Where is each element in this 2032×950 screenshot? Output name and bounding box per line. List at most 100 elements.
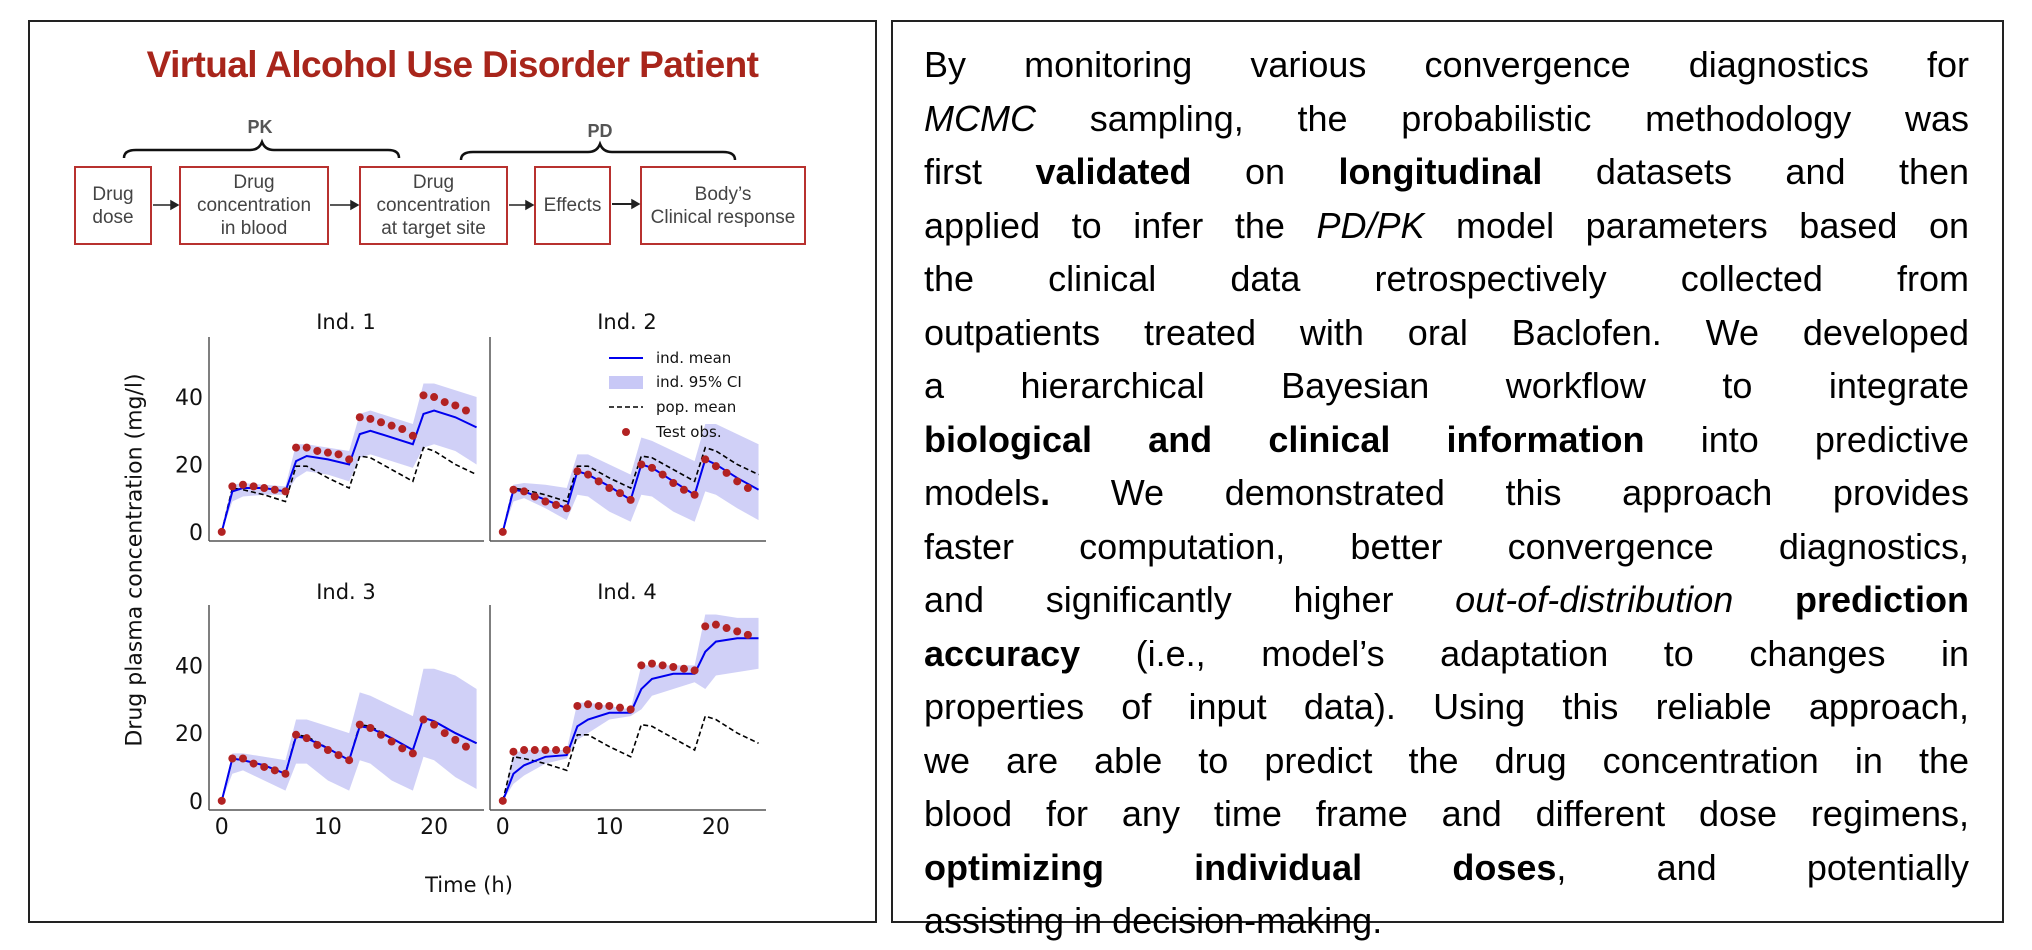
y-axis-label: Drug plasma concentration (mg/l) xyxy=(122,373,148,747)
legend-obs-swatch xyxy=(622,428,630,436)
x-axis-label: Time (h) xyxy=(425,873,513,897)
test-obs-point xyxy=(313,740,322,749)
x-tick-label: 20 xyxy=(420,815,448,840)
y-tick-label: 40 xyxy=(175,386,203,411)
test-obs-point xyxy=(217,796,226,805)
pd-brace xyxy=(459,140,737,161)
text-segment: models xyxy=(924,472,1041,513)
text-segment: a hierarchical Bayesian workflow to inte… xyxy=(924,365,1969,406)
y-tick-label: 0 xyxy=(189,790,203,815)
test-obs-point xyxy=(552,500,561,509)
subplot-title-ind-2: Ind. 2 xyxy=(597,310,657,334)
test-obs-point xyxy=(690,666,699,675)
bold-text: prediction xyxy=(1794,579,1969,620)
text-segment: datasets and then xyxy=(1542,151,1970,192)
pk-label: PK xyxy=(247,117,273,137)
bold-text: biological and clinical information xyxy=(924,418,1645,460)
test-obs-point xyxy=(408,431,417,440)
test-obs-point xyxy=(658,470,667,479)
test-obs-point xyxy=(594,701,603,710)
test-obs-point xyxy=(440,398,449,407)
test-obs-point xyxy=(260,484,269,493)
test-obs-point xyxy=(605,701,614,710)
pop-mean-line xyxy=(502,446,759,533)
box-drug-dose: Drug dose xyxy=(74,166,152,245)
pk-brace xyxy=(122,138,401,159)
x-tick-label: 20 xyxy=(702,815,730,840)
bold-text: optimizing individual doses xyxy=(924,846,1557,888)
test-obs-point xyxy=(711,620,720,629)
text-segment: By monitoring various convergence diagno… xyxy=(924,44,1969,85)
y-tick-label: 20 xyxy=(175,453,203,478)
test-obs-point xyxy=(281,769,290,778)
test-obs-point xyxy=(366,724,375,732)
text-segment: model parameters based on xyxy=(1424,204,1969,246)
bold-text: longitudinal xyxy=(1338,151,1543,192)
legend-ci-swatch xyxy=(609,376,643,389)
test-obs-point xyxy=(270,766,279,775)
legend-pop-mean: pop. mean xyxy=(656,398,737,416)
test-obs-point xyxy=(647,659,656,668)
test-obs-point xyxy=(451,735,460,744)
text-line: we are able to predict the drug concentr… xyxy=(924,734,1969,788)
box-target-concentration: Drug concentration at target site xyxy=(359,166,508,245)
test-obs-point xyxy=(398,425,407,434)
text-segment: We demonstrated this approach provides xyxy=(1050,472,1969,513)
test-obs-point xyxy=(669,479,678,488)
bold-text: validated xyxy=(1035,151,1192,192)
bold-text: . xyxy=(1040,472,1051,513)
text-segment: first xyxy=(924,151,1036,192)
test-obs-point xyxy=(509,485,518,494)
italic-text: PD/PK xyxy=(1316,204,1425,246)
test-obs-point xyxy=(520,487,529,496)
test-obs-point xyxy=(743,630,752,639)
text-line: assisting in decision-making. xyxy=(924,894,1969,948)
text-segment: faster computation, better convergence d… xyxy=(924,525,1969,567)
legend-ind-mean: ind. mean xyxy=(656,349,732,367)
text-line: the clinical data retrospectively collec… xyxy=(924,252,1969,306)
test-obs-point xyxy=(520,746,529,755)
test-obs-point xyxy=(562,746,571,755)
test-obs-point xyxy=(249,482,258,491)
text-line: optimizing individual doses, and potenti… xyxy=(924,841,1969,895)
test-obs-point xyxy=(228,482,237,491)
test-obs-point xyxy=(419,391,428,400)
test-obs-point xyxy=(345,756,354,765)
test-obs-point xyxy=(323,746,332,755)
test-obs-point xyxy=(238,480,247,489)
test-obs-point xyxy=(573,467,582,476)
test-obs-point xyxy=(573,701,582,710)
test-obs-point xyxy=(541,497,550,506)
italic-text: MCMC xyxy=(924,97,1036,139)
test-obs-point xyxy=(722,624,731,633)
text-segment: and significantly higher xyxy=(924,579,1456,620)
test-obs-point xyxy=(419,715,428,724)
test-obs-point xyxy=(345,455,354,464)
test-obs-point xyxy=(530,492,539,501)
test-obs-point xyxy=(302,443,311,452)
text-panel xyxy=(891,20,2004,923)
pd-label: PD xyxy=(587,121,613,141)
text-line: outpatients treated with oral Baclofen. … xyxy=(924,306,1969,360)
test-obs-point xyxy=(605,484,614,493)
test-obs-point xyxy=(228,754,237,763)
test-obs-point xyxy=(292,443,301,452)
test-obs-point xyxy=(366,414,375,423)
subplot-title-ind-1: Ind. 1 xyxy=(316,310,376,334)
test-obs-point xyxy=(408,749,417,758)
text-line: MCMC sampling, the probabilistic methodo… xyxy=(924,92,1969,146)
text-segment xyxy=(1733,579,1795,620)
test-obs-point xyxy=(616,489,625,498)
text-segment: outpatients treated with oral Baclofen. … xyxy=(924,311,1969,353)
text-segment: sampling, the probabilistic methodology … xyxy=(1035,97,1969,139)
test-obs-point xyxy=(498,796,507,805)
test-obs-point xyxy=(313,446,322,455)
test-obs-point xyxy=(743,484,752,493)
test-obs-point xyxy=(334,450,343,459)
test-obs-point xyxy=(461,742,470,751)
test-obs-point xyxy=(669,663,678,672)
x-tick-label: 0 xyxy=(215,815,229,840)
text-segment: assisting in decision-making. xyxy=(924,900,1383,941)
pop-mean-line xyxy=(502,715,759,802)
legend-test-obs: Test obs. xyxy=(656,423,722,441)
